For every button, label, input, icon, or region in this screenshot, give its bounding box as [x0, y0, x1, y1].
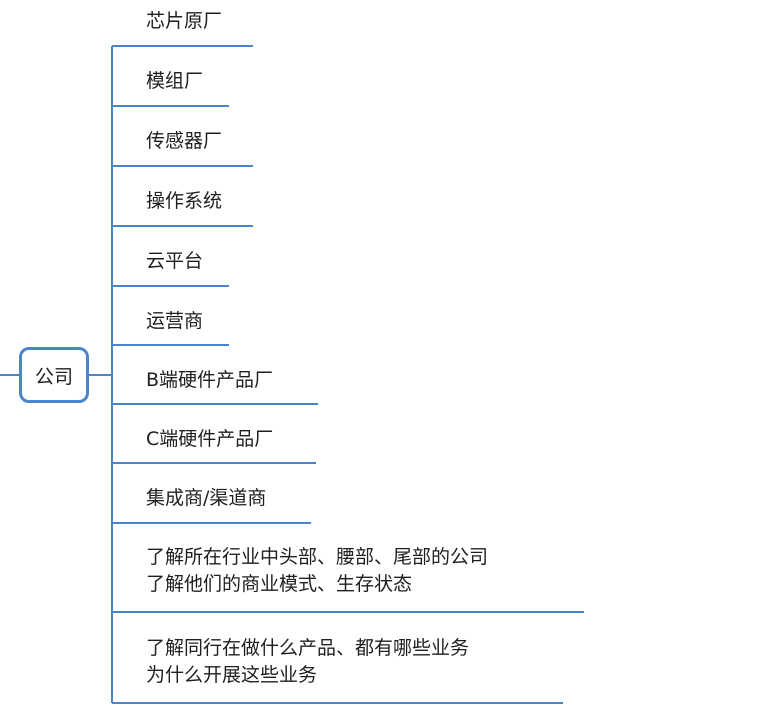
branch-node-4[interactable]: 云平台 — [146, 248, 203, 275]
branch-node-8[interactable]: 集成商/渠道商 — [146, 485, 266, 512]
branch-node-2[interactable]: 传感器厂 — [146, 128, 222, 155]
branch-node-1[interactable]: 模组厂 — [146, 68, 203, 95]
root-node[interactable]: 公司 — [19, 347, 89, 403]
branch-node-6[interactable]: B端硬件产品厂 — [146, 367, 273, 394]
branch-node-5[interactable]: 运营商 — [146, 308, 203, 335]
branch-label-line-2: 了解他们的商业模式、生存状态 — [146, 572, 413, 595]
branch-node-9[interactable]: 了解所在行业中头部、腰部、尾部的公司 了解他们的商业模式、生存状态 — [146, 544, 488, 597]
branch-label: 运营商 — [146, 310, 204, 332]
branch-label: C端硬件产品厂 — [146, 428, 274, 450]
branch-label: 云平台 — [146, 250, 204, 272]
branch-label: 传感器厂 — [146, 130, 223, 152]
branch-label-line-2: 为什么开展这些业务 — [146, 663, 318, 686]
branch-label-line-1: 了解同行在做什么产品、都有哪些业务 — [146, 637, 470, 659]
branch-label: 模组厂 — [146, 70, 204, 92]
branch-label-line-1: 了解所在行业中头部、腰部、尾部的公司 — [146, 546, 489, 568]
branch-node-3[interactable]: 操作系统 — [146, 188, 222, 215]
branch-label: 集成商/渠道商 — [146, 487, 267, 509]
root-node-label: 公司 — [34, 365, 73, 388]
branch-label: 操作系统 — [146, 190, 223, 212]
branch-label: B端硬件产品厂 — [146, 369, 274, 391]
branch-node-0[interactable]: 芯片原厂 — [146, 8, 222, 35]
branch-label: 芯片原厂 — [146, 10, 223, 32]
branch-node-7[interactable]: C端硬件产品厂 — [146, 426, 273, 453]
branch-node-10[interactable]: 了解同行在做什么产品、都有哪些业务 为什么开展这些业务 — [146, 635, 469, 688]
